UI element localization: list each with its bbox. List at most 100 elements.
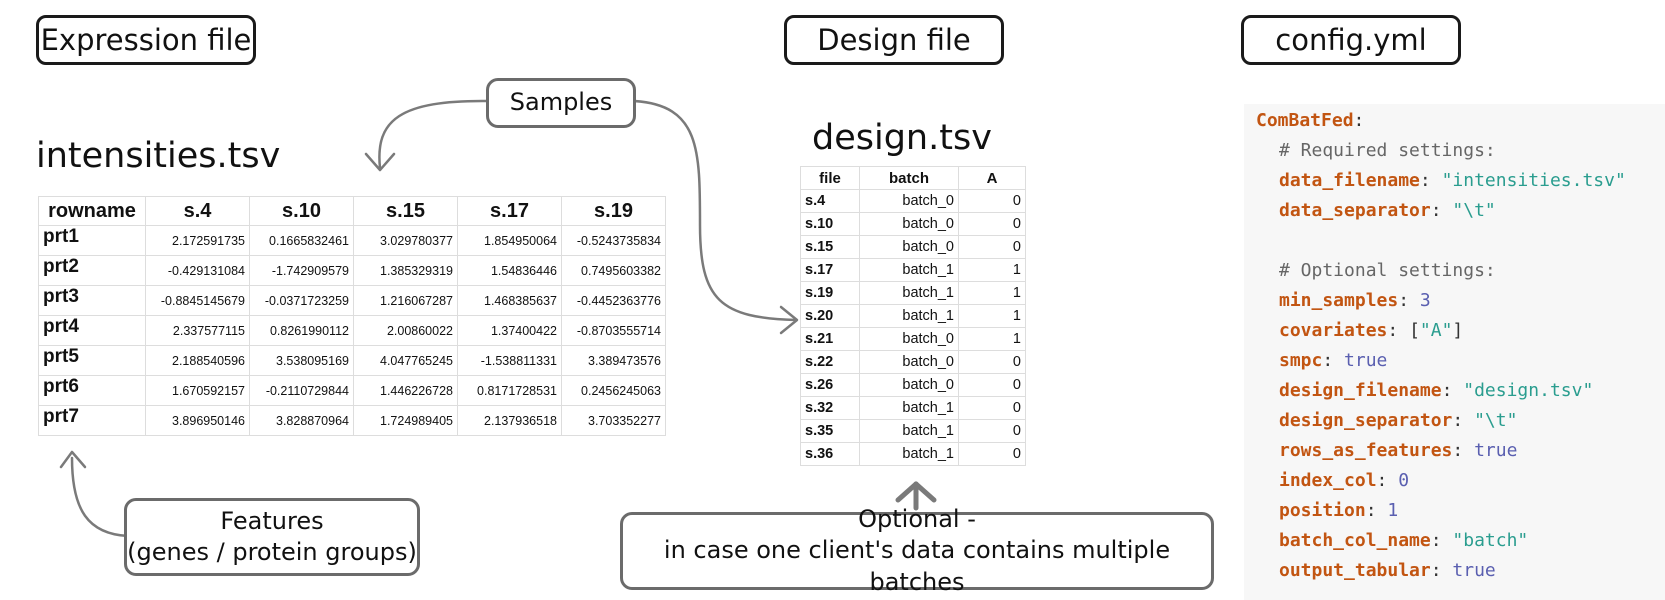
row-name: s.35 xyxy=(800,419,860,443)
yaml-line-comment-optional: # Optional settings: xyxy=(1279,258,1496,284)
yaml-key: rows_as_features xyxy=(1279,440,1453,461)
table-cell: batch_1 xyxy=(859,281,959,305)
config-file-header-label: config.yml xyxy=(1275,23,1427,57)
expression-file-header: Expression file xyxy=(36,15,256,65)
table-cell: -0.4452363776 xyxy=(561,285,666,316)
table-cell: 1.385329319 xyxy=(353,255,458,286)
features-callout: Features (genes / protein groups) xyxy=(124,498,420,576)
row-name: s.19 xyxy=(800,281,860,305)
table-cell: 1 xyxy=(958,258,1026,282)
table-cell: 2.172591735 xyxy=(145,225,250,256)
row-name: s.4 xyxy=(800,189,860,213)
samples-arrow-right xyxy=(632,99,798,322)
column-header: s.10 xyxy=(249,196,354,226)
yaml-value: "intensities.tsv" xyxy=(1441,170,1626,191)
yaml-key: design_separator xyxy=(1279,410,1453,431)
optional-arrow-head xyxy=(895,481,937,503)
table-cell: 1.670592157 xyxy=(145,375,250,406)
yaml-key: data_filename xyxy=(1279,170,1420,191)
yaml-comment: # Optional settings: xyxy=(1279,260,1496,281)
samples-arrow-left xyxy=(378,99,490,170)
yaml-line-smpc: smpc: true xyxy=(1279,350,1388,371)
row-name: s.32 xyxy=(800,396,860,420)
table-cell: 0 xyxy=(958,235,1026,259)
samples-callout-label: Samples xyxy=(509,88,613,117)
table-cell: 1.216067287 xyxy=(353,285,458,316)
yaml-key: position xyxy=(1279,500,1366,521)
table-cell: 1.446226728 xyxy=(353,375,458,406)
design-table-header-row: file batch A xyxy=(800,166,1026,190)
row-name: s.22 xyxy=(800,350,860,374)
table-cell: 1 xyxy=(958,327,1026,351)
expression-table-header-row: rowname s.4 s.10 s.15 s.17 s.19 xyxy=(38,196,666,226)
features-arrow-head xyxy=(59,450,87,469)
column-header: s.17 xyxy=(457,196,562,226)
column-header: batch xyxy=(859,166,959,190)
table-cell: 2.337577115 xyxy=(145,315,250,346)
table-cell: 1 xyxy=(958,281,1026,305)
table-cell: batch_0 xyxy=(859,373,959,397)
config-file-header: config.yml xyxy=(1241,15,1461,65)
samples-callout: Samples xyxy=(486,78,636,128)
row-name: s.17 xyxy=(800,258,860,282)
table-cell: 0.8261990112 xyxy=(249,315,354,346)
table-cell: -0.8703555714 xyxy=(561,315,666,346)
yaml-line-data-filename: data_filename: "intensities.tsv" xyxy=(1279,170,1626,191)
row-name: prt3 xyxy=(38,285,146,316)
table-cell: 4.047765245 xyxy=(353,345,458,376)
table-cell: 0 xyxy=(958,373,1026,397)
table-cell: batch_0 xyxy=(859,327,959,351)
yaml-value: "design.tsv" xyxy=(1463,380,1594,401)
table-cell: 0 xyxy=(958,189,1026,213)
table-cell: 1 xyxy=(958,304,1026,328)
column-header: A xyxy=(958,166,1026,190)
expression-filename: intensities.tsv xyxy=(36,136,281,176)
table-cell: 1.854950064 xyxy=(457,225,562,256)
yaml-key: index_col xyxy=(1279,470,1377,491)
row-name: s.10 xyxy=(800,212,860,236)
features-arrow xyxy=(70,456,130,538)
table-cell: -0.5243735834 xyxy=(561,225,666,256)
table-cell: 0.7495603382 xyxy=(561,255,666,286)
table-cell: 0 xyxy=(958,350,1026,374)
table-cell: batch_0 xyxy=(859,235,959,259)
table-cell: 1.468385637 xyxy=(457,285,562,316)
yaml-key: design_filename xyxy=(1279,380,1442,401)
yaml-line-design-filename: design_filename: "design.tsv" xyxy=(1279,380,1594,401)
yaml-line-data-separator: data_separator: "\t" xyxy=(1279,200,1496,221)
row-name: s.20 xyxy=(800,304,860,328)
yaml-line-rows-as-features: rows_as_features: true xyxy=(1279,440,1518,461)
expression-table: rowname s.4 s.10 s.15 s.17 s.19 prt1 2.1… xyxy=(38,196,666,436)
row-name: s.36 xyxy=(800,442,860,466)
yaml-key: covariates xyxy=(1279,320,1388,341)
table-cell: batch_1 xyxy=(859,442,959,466)
design-file-header: Design file xyxy=(784,15,1004,65)
row-name: s.26 xyxy=(800,373,860,397)
table-row: prt5 2.188540596 3.538095169 4.047765245… xyxy=(38,345,666,376)
yaml-line-position: position: 1 xyxy=(1279,500,1399,521)
yaml-key: batch_col_name xyxy=(1279,530,1431,551)
table-cell: 3.828870964 xyxy=(249,405,354,436)
yaml-key: ComBatFed xyxy=(1256,110,1354,131)
table-row: prt3 -0.8845145679 -0.0371723259 1.21606… xyxy=(38,285,666,316)
table-cell: 2.137936518 xyxy=(457,405,562,436)
optional-callout-line2: in case one client's data contains multi… xyxy=(663,536,1171,596)
optional-callout: Optional - in case one client's data con… xyxy=(620,505,1214,596)
table-cell: 3.389473576 xyxy=(561,345,666,376)
yaml-value: true xyxy=(1452,560,1496,581)
table-row: prt6 1.670592157 -0.2110729844 1.4462267… xyxy=(38,375,666,406)
yaml-line-comment-required: # Required settings: xyxy=(1279,138,1496,164)
features-callout-line2: (genes / protein groups) xyxy=(127,538,417,566)
table-cell: 2.188540596 xyxy=(145,345,250,376)
yaml-comment: # Required settings: xyxy=(1279,140,1496,161)
table-cell: 3.703352277 xyxy=(561,405,666,436)
table-cell: 0 xyxy=(958,442,1026,466)
